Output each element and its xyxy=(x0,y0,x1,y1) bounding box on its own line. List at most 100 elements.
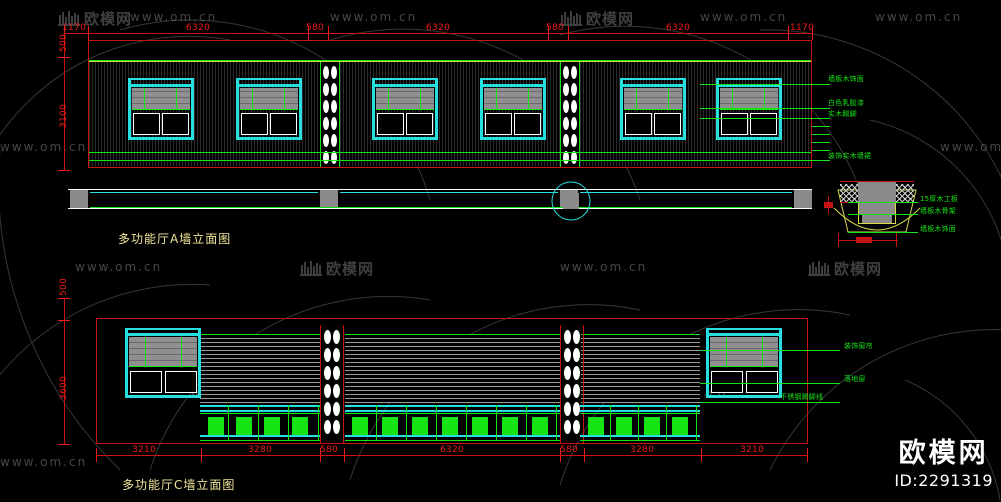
drawing-a-title: 多功能厅A墙立面图 xyxy=(118,232,232,246)
dim-line-left-3600 xyxy=(64,320,65,445)
dim-line-bottom xyxy=(96,455,808,456)
column-pilaster xyxy=(560,62,580,167)
window-unit xyxy=(372,78,438,140)
dim-tick xyxy=(560,448,561,462)
panel-edge-line xyxy=(345,334,560,335)
drawing-a-elevation: 1170 6320 580 6320 580 6320 1170 500 310… xyxy=(58,23,958,247)
wall-outline-top xyxy=(88,40,812,41)
detail-section-drawing xyxy=(832,178,922,246)
skirting-line xyxy=(89,152,811,153)
detail-annotation-3: 墙板木饰面 xyxy=(920,225,956,233)
dim-tick xyxy=(308,26,309,40)
detail-leader-line xyxy=(848,232,918,233)
panel-square xyxy=(236,417,252,435)
dim-label-top-3: 580 xyxy=(306,23,325,33)
brand-id: ID:2291319 xyxy=(894,471,993,490)
ceiling-trim-line xyxy=(89,60,811,61)
leader-line xyxy=(700,108,830,109)
wall-outline-left xyxy=(96,318,97,444)
dim-label-bottom-1: 3210 xyxy=(132,445,157,455)
dim-tick xyxy=(96,448,97,462)
panel-square xyxy=(502,417,518,435)
watermark-url: www.om.cn xyxy=(560,260,648,274)
base-green-line xyxy=(90,207,792,208)
panel-square xyxy=(442,417,458,435)
dim-label-left-3600: 3600 xyxy=(59,375,69,400)
leader-line xyxy=(812,134,830,135)
annotation-label-4: 装饰实木墙裙 xyxy=(828,152,872,160)
wall-outline-top xyxy=(96,318,808,319)
panel-edge-line xyxy=(580,334,700,335)
annotation-label-2: 白色乳胶漆 xyxy=(828,99,864,107)
ceiling-trim-line xyxy=(89,61,811,62)
dim-tick xyxy=(58,170,70,171)
dim-label-bottom-3: 580 xyxy=(320,445,339,455)
dim-label-bottom-4: 6320 xyxy=(440,445,465,455)
dim-tick xyxy=(344,448,345,462)
dim-label-left-3100: 3100 xyxy=(59,103,69,128)
wall-outline-bottom xyxy=(88,167,812,168)
base-cyan-line xyxy=(90,192,318,193)
section-marker-circle xyxy=(551,181,591,221)
window-unit xyxy=(236,78,302,140)
wall-outline-right xyxy=(811,40,812,168)
window-unit xyxy=(125,328,201,398)
wall-outline-right xyxy=(807,318,808,444)
panel-square xyxy=(616,417,632,435)
dim-line-left-3100 xyxy=(64,58,65,171)
panel-edge-line xyxy=(200,334,320,335)
dim-line-left-vertical xyxy=(64,33,65,58)
panel-square xyxy=(208,417,224,435)
leader-line xyxy=(700,402,840,403)
wall-slat-panel xyxy=(580,335,700,403)
dim-label-top-7: 1170 xyxy=(790,23,815,33)
annotation-label-2: 落地窗 xyxy=(844,375,866,383)
watermark: 欧模网 xyxy=(300,258,374,279)
window-unit xyxy=(706,328,782,398)
dim-label-top-4: 6320 xyxy=(426,23,451,33)
leader-line xyxy=(700,160,830,161)
detail-annotation-2: 墙板木骨架 xyxy=(920,207,956,215)
window-unit xyxy=(480,78,546,140)
leader-line xyxy=(812,126,830,127)
dim-tick xyxy=(328,26,329,40)
dim-tick xyxy=(320,448,321,462)
leader-line xyxy=(700,84,830,85)
window-unit xyxy=(716,78,782,140)
base-block xyxy=(320,190,338,208)
panel-square xyxy=(672,417,688,435)
detail-dim-block xyxy=(856,237,872,243)
leader-line xyxy=(700,350,840,351)
wall-outline-bottom xyxy=(96,443,808,444)
window-unit xyxy=(128,78,194,140)
lower-panel-band xyxy=(200,405,700,443)
base-cyan-line xyxy=(580,192,792,193)
dim-tick xyxy=(548,26,549,40)
panel-square xyxy=(588,417,604,435)
annotation-label-1: 墙板木饰面 xyxy=(828,75,864,83)
leader-line xyxy=(812,142,830,143)
dim-line-top xyxy=(64,33,812,34)
floor-line xyxy=(68,208,812,209)
dim-tick xyxy=(58,57,70,58)
dim-tick xyxy=(201,448,202,462)
dim-label-top-6: 6320 xyxy=(666,23,691,33)
watermark-url: www.om.cn xyxy=(75,260,163,274)
base-cyan-line xyxy=(340,192,558,193)
wall-slat-panel xyxy=(345,335,560,403)
panel-square xyxy=(532,417,548,435)
dim-tick xyxy=(58,444,70,445)
detail-dim-tick xyxy=(838,233,839,247)
base-block xyxy=(70,190,88,208)
dim-tick xyxy=(807,448,808,462)
panel-square xyxy=(644,417,660,435)
drawing-c-title: 多功能厅C墙立面图 xyxy=(122,478,236,492)
dim-label-bottom-6: 3280 xyxy=(630,445,655,455)
dim-line-left-500 xyxy=(64,298,65,320)
drawing-c-elevation: 500 3600 xyxy=(0,278,1001,502)
dim-tick xyxy=(88,26,89,40)
dim-label-top-5: 580 xyxy=(546,23,565,33)
leader-line xyxy=(812,150,830,151)
brand-name: 欧模网 xyxy=(898,438,989,469)
panel-square xyxy=(352,417,368,435)
